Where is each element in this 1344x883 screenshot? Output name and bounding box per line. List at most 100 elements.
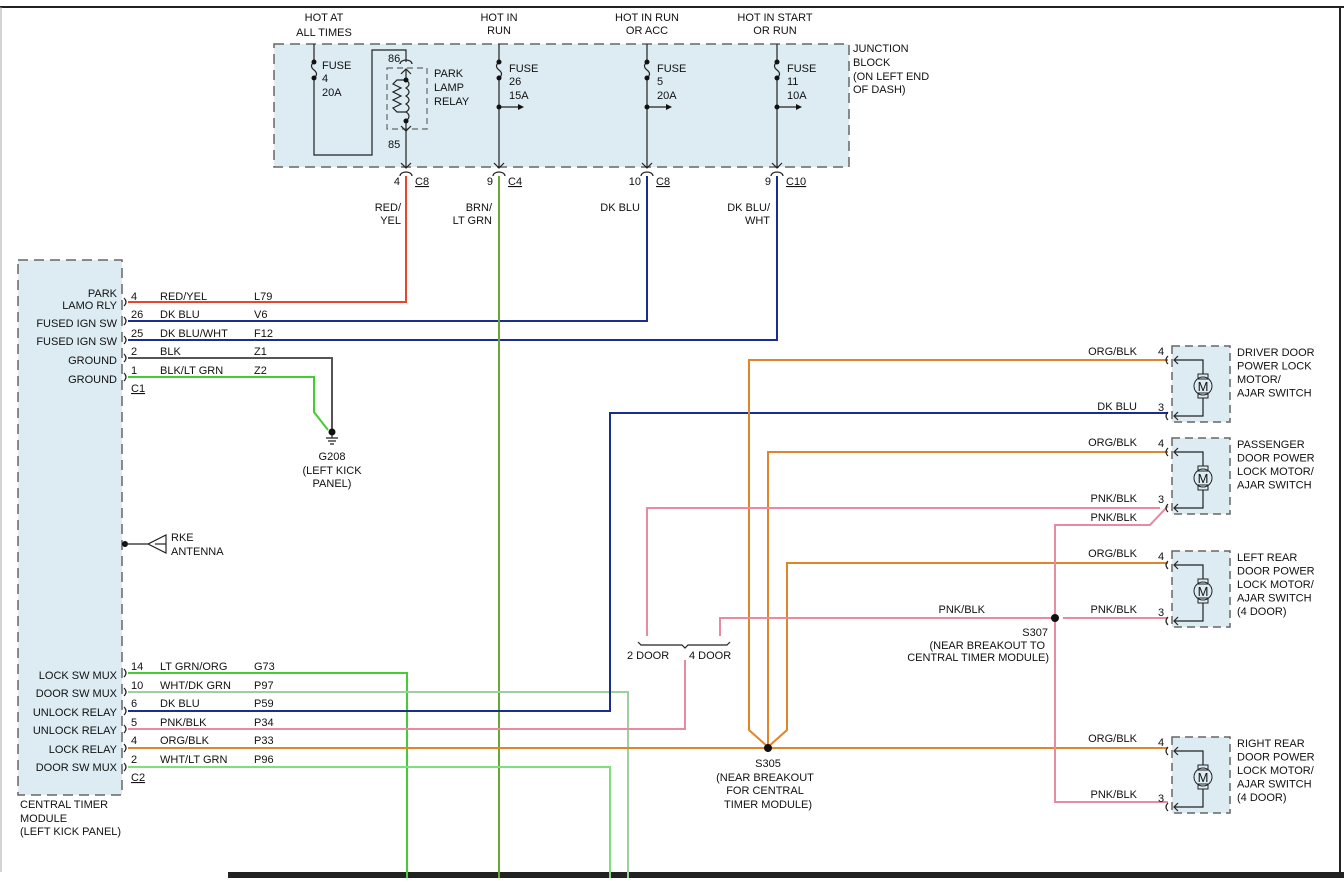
svg-text:ORG/BLK: ORG/BLK	[1088, 733, 1138, 745]
svg-text:(ON LEFT END: (ON LEFT END	[853, 71, 929, 83]
svg-text:ORG/BLK: ORG/BLK	[1088, 548, 1138, 560]
motor-label-line: PASSENGER	[1237, 439, 1305, 451]
svg-text:PARK: PARK	[88, 288, 118, 300]
wire-org-blk-left-rear	[767, 562, 1168, 748]
svg-text:10: 10	[131, 680, 143, 692]
park-lamp-relay: 86 85 PARK LAMP RELAY	[386, 53, 470, 168]
svg-text:WHT/LT GRN: WHT/LT GRN	[160, 754, 227, 766]
svg-text:BLOCK: BLOCK	[853, 57, 891, 69]
svg-text:11: 11	[787, 76, 798, 88]
svg-text:P33: P33	[254, 735, 274, 747]
rke-label-1: RKE	[171, 532, 194, 544]
svg-text:G73: G73	[254, 661, 275, 673]
svg-text:DK BLU: DK BLU	[160, 309, 200, 321]
svg-text:C4: C4	[508, 176, 522, 188]
ctm-c1-pins: PARK LAMO RLY 4 RED/YEL L79 FUSED IGN SW…	[36, 288, 273, 395]
fuse-4: FUSE 4 20A	[310, 44, 407, 156]
bottom-scrollbar[interactable]	[228, 872, 1344, 878]
motor-label-line: AJAR SWITCH	[1237, 779, 1312, 791]
svg-text:FUSED IGN SW: FUSED IGN SW	[36, 318, 117, 330]
svg-text:M: M	[1198, 471, 1209, 486]
svg-text:OR ACC: OR ACC	[626, 25, 668, 37]
svg-text:DK BLU: DK BLU	[1097, 401, 1137, 413]
svg-text:4: 4	[131, 735, 137, 747]
splice-s307: S307 (NEAR BREAKOUT TO CENTRAL TIMER MOD…	[907, 614, 1059, 664]
svg-text:JUNCTION: JUNCTION	[853, 43, 909, 55]
svg-text:HOT IN: HOT IN	[480, 12, 517, 24]
svg-text:GROUND: GROUND	[68, 374, 117, 386]
door-option-bracket: 2 DOOR 4 DOOR	[627, 641, 731, 662]
motor-label-line: DOOR POWER	[1237, 566, 1315, 578]
c2-pin-5: UNLOCK RELAY 5 PNK/BLK P34	[33, 717, 274, 737]
svg-text:DK BLU/: DK BLU/	[727, 202, 771, 214]
central-timer-module-box	[17, 259, 123, 796]
svg-text:Z1: Z1	[254, 346, 267, 358]
ground-g208-icon	[326, 428, 338, 445]
wire-org-blk-driver	[748, 359, 1168, 748]
svg-text:BLK/LT GRN: BLK/LT GRN	[160, 365, 223, 377]
svg-text:OF DASH): OF DASH)	[853, 84, 906, 96]
svg-text:DOOR SW MUX: DOOR SW MUX	[36, 688, 118, 700]
svg-text:RUN: RUN	[487, 25, 511, 37]
svg-text:P97: P97	[254, 680, 274, 692]
svg-text:P96: P96	[254, 754, 274, 766]
svg-text:(LEFT KICK: (LEFT KICK	[302, 465, 362, 477]
svg-text:UNLOCK RELAY: UNLOCK RELAY	[33, 707, 118, 719]
feed-headers: HOT AT ALL TIMES HOT IN RUN HOT IN RUN O…	[296, 12, 813, 39]
svg-text:DK BLU: DK BLU	[160, 698, 200, 710]
svg-text:86: 86	[388, 53, 400, 65]
wire-pnk-blk-p34	[128, 660, 686, 730]
wire-pnk-blk-s307-trunk	[1054, 505, 1169, 803]
motor-label-line: AJAR SWITCH	[1237, 593, 1312, 605]
svg-text:26: 26	[131, 309, 143, 321]
svg-text:YEL: YEL	[380, 215, 401, 227]
wire-wht-lt-grn	[128, 766, 611, 878]
motor-label-line: LEFT REAR	[1237, 552, 1297, 564]
svg-text:4: 4	[394, 176, 400, 188]
svg-text:DK BLU/WHT: DK BLU/WHT	[160, 328, 228, 340]
svg-text:3: 3	[1158, 607, 1164, 619]
svg-text:6: 6	[131, 698, 137, 710]
svg-text:LT GRN/ORG: LT GRN/ORG	[160, 661, 227, 673]
motor-label-line: (4 DOOR)	[1237, 792, 1287, 804]
svg-text:P59: P59	[254, 698, 274, 710]
junction-block-box	[273, 43, 850, 168]
svg-text:ORG/BLK: ORG/BLK	[1088, 437, 1138, 449]
svg-text:TIMER MODULE): TIMER MODULE)	[724, 799, 812, 811]
svg-text:1: 1	[131, 365, 137, 377]
svg-text:DK BLU: DK BLU	[600, 202, 640, 214]
c2-pin-4: LOCK RELAY 4 ORG/BLK P33	[49, 735, 274, 756]
ground-g208-label: G208 (LEFT KICK PANEL)	[302, 451, 362, 490]
svg-text:25: 25	[131, 328, 143, 340]
svg-text:LAMO RLY: LAMO RLY	[62, 300, 117, 312]
wires	[128, 176, 1169, 878]
svg-text:LT GRN: LT GRN	[453, 215, 492, 227]
svg-text:4: 4	[1158, 551, 1164, 563]
connector-c2: C2	[131, 772, 145, 784]
connector-c1: C1	[131, 383, 145, 395]
svg-text:PNK/BLK: PNK/BLK	[160, 717, 207, 729]
motor-label-line: DOOR POWER	[1237, 752, 1315, 764]
svg-text:10A: 10A	[787, 90, 807, 102]
wire-blk-lt-grn-z2	[128, 376, 329, 431]
c1-pin-4: PARK LAMO RLY 4 RED/YEL L79	[62, 288, 272, 312]
svg-text:M: M	[1198, 379, 1209, 394]
svg-text:C10: C10	[786, 176, 806, 188]
svg-text:PNK/BLK: PNK/BLK	[1091, 512, 1138, 524]
svg-text:HOT AT: HOT AT	[305, 12, 344, 24]
svg-text:ORG/BLK: ORG/BLK	[1088, 346, 1138, 358]
motor-label-line: DRIVER DOOR	[1237, 347, 1315, 359]
svg-text:BRN/: BRN/	[466, 202, 493, 214]
two-door-label: 2 DOOR	[627, 650, 669, 662]
svg-text:L79: L79	[254, 291, 272, 303]
ctm-c2-pins: LOCK SW MUX 14 LT GRN/ORG G73 DOOR SW MU…	[33, 661, 275, 784]
svg-text:HOT IN START: HOT IN START	[737, 12, 812, 24]
svg-text:RED/: RED/	[375, 202, 402, 214]
wire-blk-z1	[128, 357, 333, 430]
ctm-label: CENTRAL TIMER MODULE (LEFT KICK PANEL)	[20, 799, 121, 838]
wire-pnk-blk-2door	[646, 507, 1160, 636]
